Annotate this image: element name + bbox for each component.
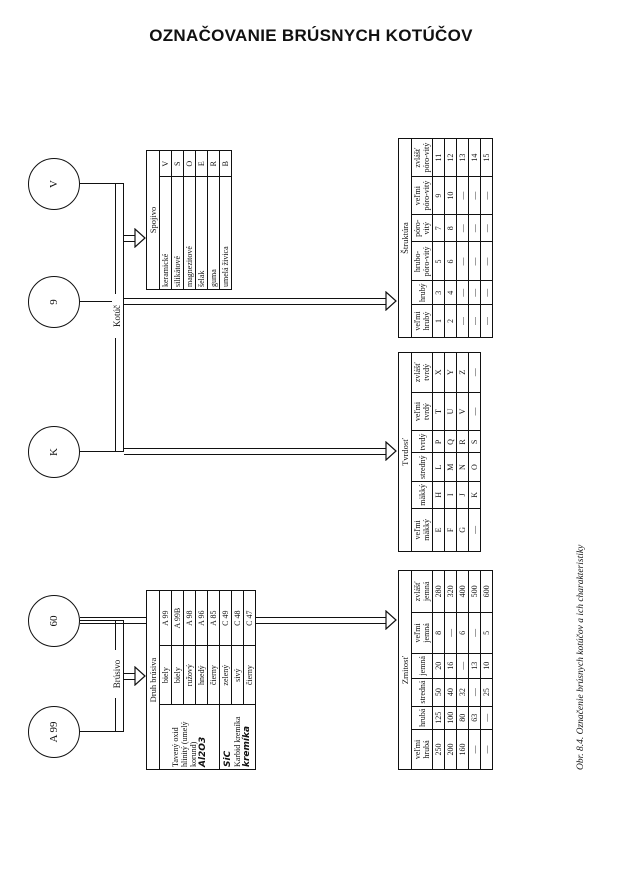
circle-grit: 60 <box>28 595 80 647</box>
page-title: OZNAČOVANIE BRÚSNYCH KOTÚČOV <box>149 26 473 45</box>
arrow-zrnitost-head <box>385 610 397 630</box>
brusivo-label: Brúsivo <box>112 650 122 698</box>
stem-3 <box>80 451 115 452</box>
arrow-struktura-head <box>385 291 397 311</box>
circle-hardness: K <box>28 426 80 478</box>
stem-4 <box>80 301 115 302</box>
stem-5 <box>80 183 115 184</box>
druh-brusiva-table: Druh brúsiva Tavený oxid hlinitý (umelý … <box>146 590 256 770</box>
druh-group1: Tavený oxid hlinitý (umelý korund)Al2O3 <box>159 704 220 770</box>
zrnitost-header: Zrnitosť <box>398 570 412 770</box>
arrow-struktura-shaft <box>124 298 387 305</box>
circle-bond: V <box>28 158 80 210</box>
stem-1 <box>80 731 115 732</box>
arrow-tvrdost-head <box>385 441 397 461</box>
hand-al2o3: Al2O3 <box>198 736 208 767</box>
arrow-druh-head <box>134 666 146 686</box>
arrow-tvrdost-shaft <box>124 448 387 455</box>
spojivo-header: Spojivo <box>146 150 160 290</box>
figure-caption: Obr. 8.4. Označenie brúsnych kotúčov a i… <box>576 544 586 770</box>
hand-sic: SiC <box>223 750 233 767</box>
arrow-spojivo-head <box>134 228 146 248</box>
diagram-rotated: A 99 60 K 9 V Brúsivo Kotúč Druh brúsiva… <box>20 130 586 790</box>
druh-header: Druh brúsiva <box>146 590 160 770</box>
kotuc-label: Kotúč <box>112 294 122 338</box>
circle-structure: 9 <box>28 276 80 328</box>
tvrdost-header: Tvrdosť <box>398 352 412 552</box>
hand-kremika: kremíka <box>242 725 252 767</box>
struktura-header: Štruktúra <box>398 138 412 338</box>
circle-abrasive: A 99 <box>28 706 80 758</box>
